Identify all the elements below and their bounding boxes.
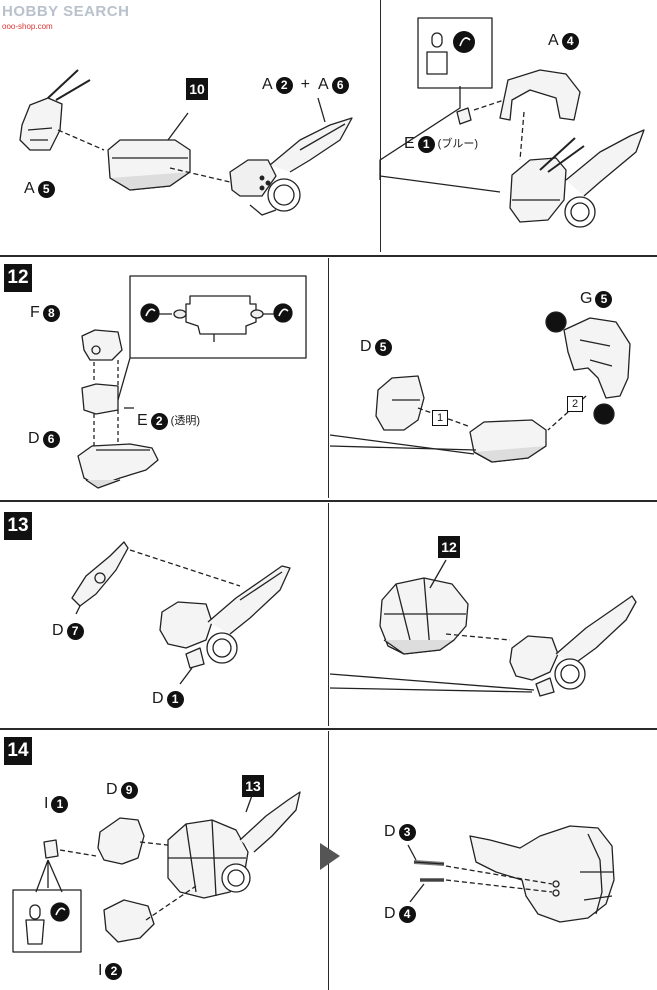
divider <box>0 500 657 502</box>
step-number: 13 <box>4 512 32 540</box>
arrow-right-icon <box>320 843 340 870</box>
order-mark-1: 1 <box>432 410 448 426</box>
step-number: 14 <box>4 737 32 765</box>
watermark-text: HOBBY SEARCH <box>2 3 130 20</box>
order-mark-2: 2 <box>567 396 583 412</box>
ref-callout: 12 <box>438 536 460 558</box>
divider <box>0 255 657 257</box>
divider <box>380 0 381 252</box>
ref-callout: 13 <box>242 775 264 797</box>
ref-callout: 10 <box>186 78 208 100</box>
divider <box>328 258 329 498</box>
step-number: 12 <box>4 264 32 292</box>
divider <box>0 728 657 730</box>
watermark-sub: ooo-shop.com <box>2 22 53 31</box>
cement-icon <box>51 31 475 921</box>
divider <box>328 503 329 726</box>
